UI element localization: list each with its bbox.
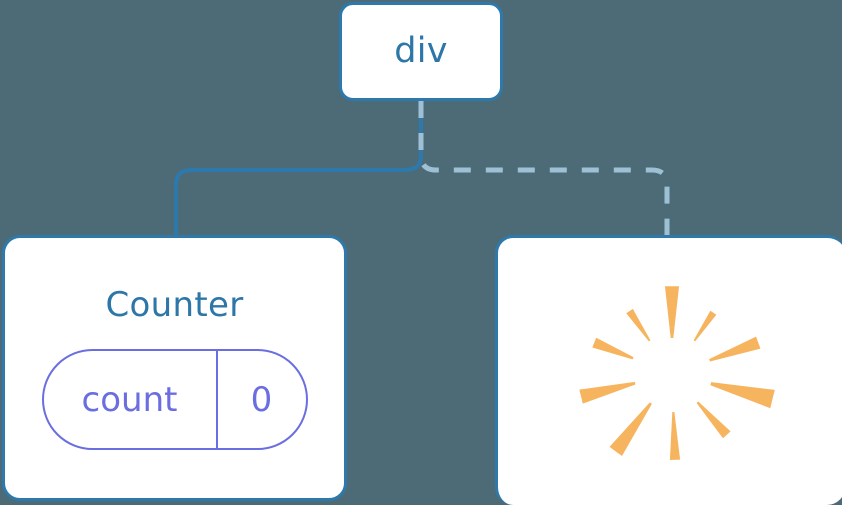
edge-root-to-counter [174, 99, 423, 239]
burst-ray [696, 401, 731, 438]
state-key-label: count [44, 351, 218, 448]
burst-ray [592, 337, 634, 359]
burst-ray [710, 381, 775, 408]
burst-ray [626, 308, 651, 341]
node-div[interactable]: div [339, 2, 503, 101]
node-counter[interactable]: Counter count 0 [2, 235, 347, 501]
node-div-label: div [394, 31, 448, 71]
burst-ray [693, 310, 717, 341]
node-burst[interactable] [495, 235, 842, 505]
burst-ray [609, 401, 652, 456]
burst-ray [579, 381, 636, 404]
state-pill[interactable]: count 0 [41, 349, 308, 450]
state-value-label: 0 [250, 379, 273, 420]
edge-root-to-burst [418, 101, 670, 237]
burst-ray [669, 411, 681, 460]
burst-ray [664, 285, 680, 338]
node-counter-label: Counter [105, 285, 244, 325]
burst-ray [709, 336, 761, 362]
sparkle-burst-icon [579, 285, 775, 460]
